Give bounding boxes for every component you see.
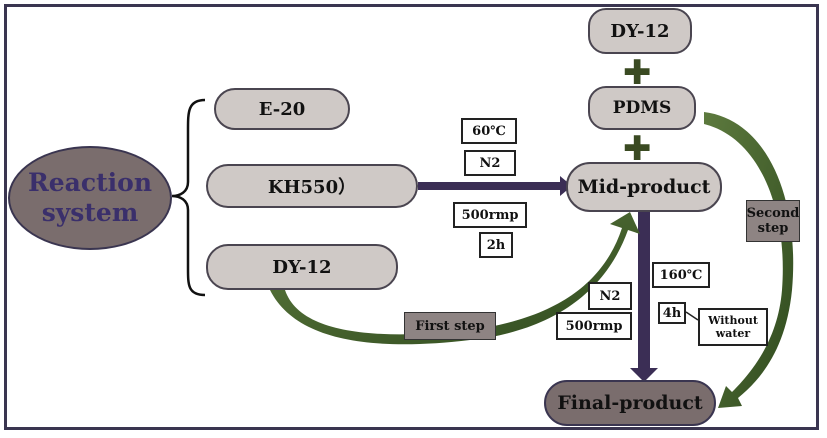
- second-step-curve: [704, 112, 794, 408]
- second-step-label: Second step: [746, 200, 800, 242]
- top-input-dy12: DY-12: [588, 8, 692, 54]
- first-step-curve: [270, 212, 640, 345]
- condition-500rmp-second: 500rmp: [556, 312, 632, 340]
- arrow-to-final-product: [630, 212, 658, 382]
- condition-4h: 4h: [658, 302, 686, 324]
- reaction-system-label: Reaction system: [28, 168, 152, 227]
- arrow-to-mid-product: [418, 176, 572, 196]
- diagram-frame: [4, 4, 819, 430]
- reactant-dy12: DY-12: [206, 244, 398, 290]
- reactant-bracket: [171, 98, 206, 297]
- condition-60c: 60℃: [461, 118, 517, 144]
- condition-500rmp-first: 500rmp: [453, 202, 527, 228]
- reactant-kh550: KH550）: [206, 164, 418, 208]
- condition-n2-first: N2: [464, 150, 516, 176]
- plus-icon: ✚: [623, 53, 652, 93]
- condition-2h: 2h: [479, 232, 513, 258]
- condition-without-water: Without water: [698, 308, 768, 346]
- reactant-e20: E-20: [214, 88, 350, 130]
- final-product-node: Final-product: [544, 380, 716, 426]
- condition-n2-second: N2: [588, 282, 632, 310]
- first-step-label: First step: [404, 312, 496, 340]
- condition-160c: 160℃: [652, 262, 710, 288]
- reaction-system-node: Reaction system: [8, 146, 172, 250]
- plus-icon: ✚: [623, 129, 652, 169]
- mid-product-node: Mid-product: [566, 162, 722, 212]
- top-input-pdms: PDMS: [588, 86, 696, 130]
- connector-4h-without-water: [686, 311, 699, 321]
